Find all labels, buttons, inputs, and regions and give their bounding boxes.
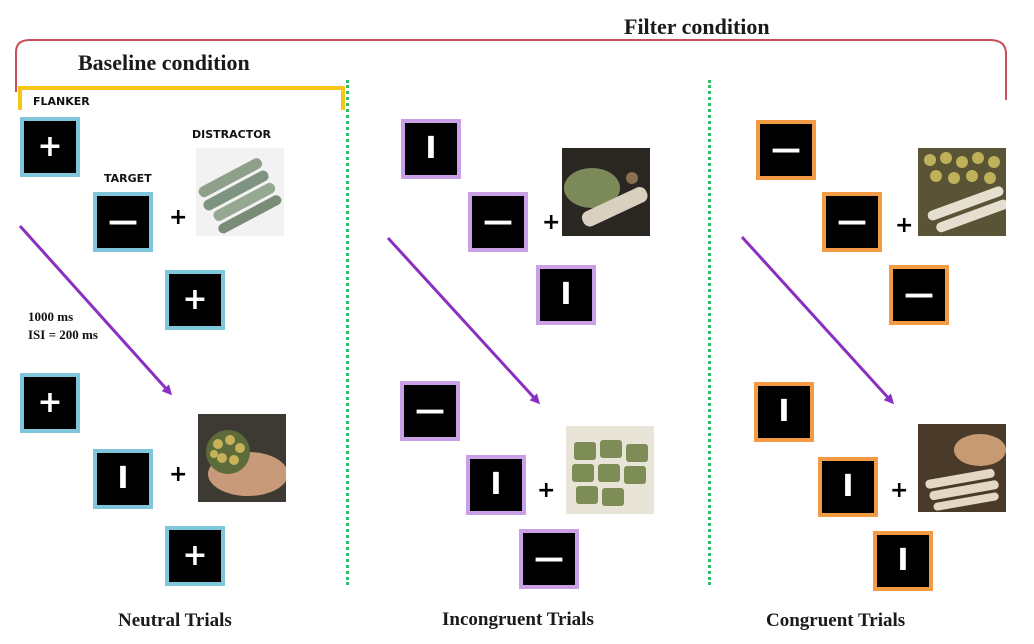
bar-symbol: I	[560, 277, 572, 312]
target-box: —	[468, 192, 528, 252]
column-label-congruent: Congruent Trials	[766, 610, 906, 631]
timing-isi: ISI = 200 ms	[28, 327, 98, 342]
flanker-box: +	[20, 117, 80, 177]
flanker-box: —	[519, 529, 579, 589]
column-divider-right	[708, 80, 711, 585]
distractor-label: DISTRACTOR	[192, 128, 272, 141]
plus-symbol: +	[37, 385, 63, 420]
timing-note: 1000 ms ISI = 200 ms	[28, 308, 98, 344]
target-box: I	[466, 455, 526, 515]
minus-symbol: —	[904, 277, 934, 312]
minus-symbol: —	[483, 204, 513, 239]
flanker-label: FLANKER	[33, 95, 90, 108]
minus-symbol: —	[415, 393, 445, 428]
target-label: TARGET	[104, 172, 152, 185]
bar-symbol: I	[425, 131, 437, 166]
distractor-image-hands-rolling	[918, 424, 1006, 512]
column-label-incongruent: Incongruent Trials	[442, 609, 594, 630]
flanker-box: —	[400, 381, 460, 441]
target-box: —	[822, 192, 882, 252]
plus-sign: +	[169, 205, 188, 230]
flanker-box: +	[165, 270, 225, 330]
filter-condition-bracket	[15, 39, 1007, 100]
plus-symbol: +	[37, 129, 63, 164]
flanker-box: I	[754, 382, 814, 442]
bar-symbol: I	[117, 461, 129, 496]
time-arrow-neutral	[18, 224, 173, 396]
distractor-image-hand-joints	[198, 414, 286, 502]
flanker-box: +	[165, 526, 225, 586]
flanker-box: —	[756, 120, 816, 180]
filter-condition-title: Filter condition	[624, 14, 770, 39]
target-box: —	[93, 192, 153, 252]
plus-sign: +	[542, 210, 561, 235]
brackets-layer	[15, 39, 1007, 110]
plus-sign: +	[895, 213, 914, 238]
flanker-box: I	[873, 531, 933, 591]
distractor-image-pile	[918, 148, 1006, 236]
timing-duration: 1000 ms	[28, 309, 74, 324]
distractor-image-joints	[196, 148, 284, 236]
flanker-box: I	[401, 119, 461, 179]
flanker-box: —	[889, 265, 949, 325]
flanker-box: +	[20, 373, 80, 433]
time-arrow-congruent	[740, 235, 895, 405]
plus-symbol: +	[182, 538, 208, 573]
bar-symbol: I	[897, 543, 909, 578]
distractor-image-bags	[566, 426, 654, 514]
flanker-box: I	[536, 265, 596, 325]
column-label-neutral: Neutral Trials	[118, 610, 232, 631]
bar-symbol: I	[778, 394, 790, 429]
plus-sign: +	[537, 478, 556, 503]
time-arrow-incongruent	[386, 236, 541, 405]
plus-sign: +	[169, 462, 188, 487]
minus-symbol: —	[108, 204, 138, 239]
plus-symbol: +	[182, 282, 208, 317]
bar-symbol: I	[490, 467, 502, 502]
baseline-condition-bracket	[18, 86, 345, 110]
target-box: I	[818, 457, 878, 517]
minus-symbol: —	[534, 541, 564, 576]
baseline-condition-title: Baseline condition	[78, 50, 250, 75]
distractor-image-rolling	[562, 148, 650, 236]
column-divider-left	[346, 80, 349, 585]
minus-symbol: —	[771, 132, 801, 167]
plus-sign: +	[890, 478, 909, 503]
target-box: I	[93, 449, 153, 509]
bar-symbol: I	[842, 469, 854, 504]
minus-symbol: —	[837, 204, 867, 239]
